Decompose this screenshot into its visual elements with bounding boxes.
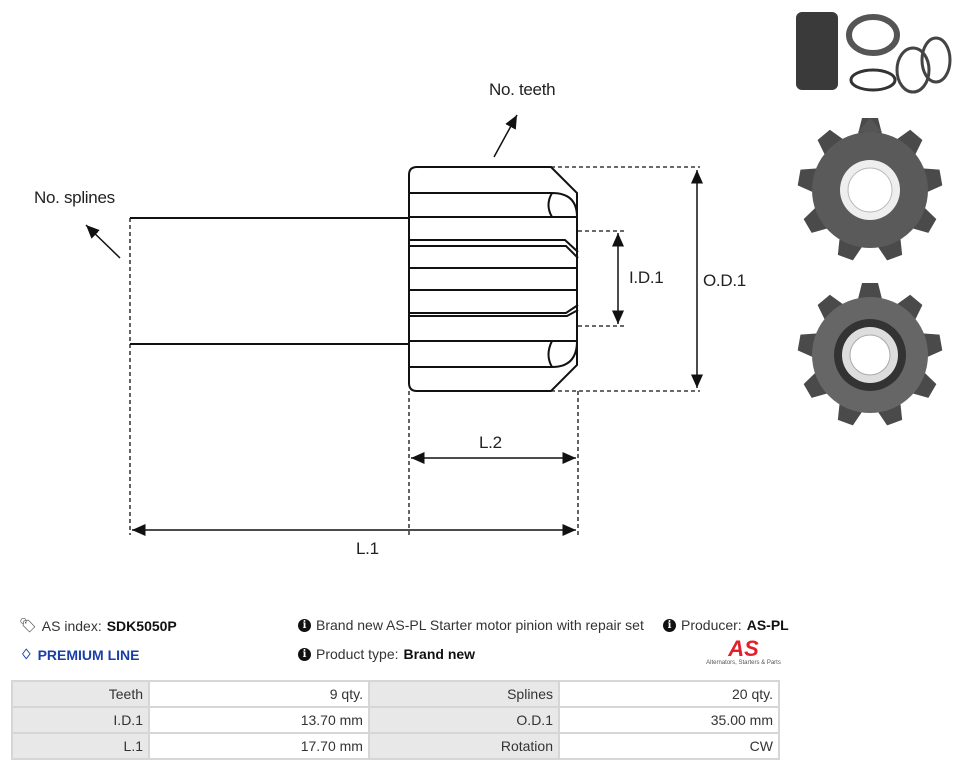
gear-tooth [893,294,923,324]
as-index-value: SDK5050P [106,617,177,634]
spec-value: 35.00 mm [558,706,780,734]
photo-repair-set [796,12,952,94]
description-text: Brand new AS-PL Starter motor pinion wit… [316,617,644,633]
product-type: i Product type: Brand new [298,646,475,662]
spec-value: 9 qty. [148,680,370,708]
spec-value: 20 qty. [558,680,780,708]
label-no-splines: No. splines [34,188,115,207]
label-l2: L.2 [479,433,502,452]
spec-key: Teeth [11,680,150,708]
pinion-technical-drawing [85,114,703,536]
product-type-label: Product type: [316,646,399,662]
diamond-icon: ♢ [20,646,33,662]
premium-line-badge[interactable]: ♢ PREMIUM LINE [20,646,139,663]
as-index-label: AS index: [41,617,102,634]
spec-value: CW [558,732,780,760]
description: i Brand new AS-PL Starter motor pinion w… [298,617,644,633]
photo-pinion-back [797,283,943,426]
spec-key: I.D.1 [11,706,150,734]
spec-value: 17.70 mm [148,732,370,760]
spec-value: 13.70 mm [148,706,370,734]
label-l1: L.1 [356,539,379,558]
as-pl-logo: AS Alternators, Starters & Parts [705,636,782,667]
producer-label: Producer: [681,617,742,633]
spec-key: Splines [367,680,561,708]
producer: i Producer: AS-PL [663,617,789,633]
gear-tooth [817,294,847,324]
spec-key: O.D.1 [367,706,561,734]
logo-tagline: Alternators, Starters & Parts [706,660,781,666]
info-icon: i [298,618,311,632]
tag-icon: 🏷 [19,617,37,633]
spec-key: L.1 [11,732,150,760]
label-no-teeth: No. teeth [489,80,556,99]
spec-key: Rotation [367,732,561,760]
premium-label: PREMIUM LINE [37,646,140,663]
product-photos [796,12,952,426]
label-id1: I.D.1 [629,268,664,287]
gear-tooth [817,129,847,159]
pinion-body [408,166,578,392]
shaft-outline [130,217,409,345]
photo-pinion-front [797,118,943,261]
as-index: 🏷 AS index: SDK5050P [19,617,177,634]
producer-value: AS-PL [746,617,789,633]
label-od1: O.D.1 [703,271,746,290]
gear-tooth [893,129,923,159]
info-icon: i [663,618,676,632]
product-type-value: Brand new [403,646,476,662]
logo-mark: AS [728,636,759,661]
info-icon: i [298,647,311,661]
